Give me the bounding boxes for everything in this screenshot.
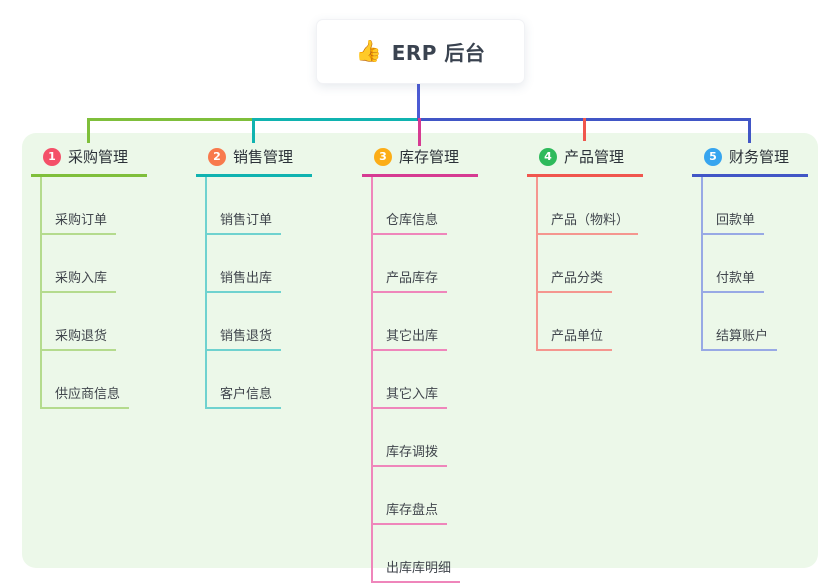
branch-label: 库存管理 [399, 148, 460, 166]
branch-product: 4 产品管理 产品（物料） 产品分类 产品单位 [527, 143, 644, 351]
child-node[interactable]: 供应商信息 [42, 351, 130, 409]
child-node[interactable]: 产品库存 [373, 235, 448, 293]
child-label: 仓库信息 [386, 213, 439, 228]
connector-bus-purchase [88, 118, 254, 121]
child-label: 结算账户 [716, 329, 769, 344]
child-label: 采购入库 [55, 271, 108, 286]
child-node[interactable]: 付款单 [703, 235, 765, 293]
child-label: 出库库明细 [386, 561, 452, 576]
branch-label: 产品管理 [564, 148, 625, 166]
branch-children: 产品（物料） 产品分类 产品单位 [536, 177, 643, 351]
child-node[interactable]: 其它出库 [373, 293, 448, 351]
child-label: 回款单 [716, 213, 756, 228]
root-connector [417, 83, 420, 120]
branch-node-inventory[interactable]: 3 库存管理 [362, 143, 479, 177]
branch-inventory: 3 库存管理 仓库信息 产品库存 其它出库 其它入库 库存调拨 库存盘点 出库库… [362, 143, 479, 583]
branch-children: 销售订单 销售出库 销售退货 客户信息 [205, 177, 312, 409]
branch-number-badge: 3 [374, 148, 392, 166]
root-node[interactable]: 👍 ERP 后台 [316, 19, 525, 84]
child-label: 销售出库 [220, 271, 273, 286]
thumbs-up-icon: 👍 [355, 39, 382, 63]
branch-children: 仓库信息 产品库存 其它出库 其它入库 库存调拨 库存盘点 出库库明细 [371, 177, 478, 583]
branch-node-purchase[interactable]: 1 采购管理 [31, 143, 148, 177]
child-node[interactable]: 仓库信息 [373, 177, 448, 235]
child-label: 产品单位 [551, 329, 604, 344]
connector-drop-inventory [418, 118, 421, 146]
child-label: 销售订单 [220, 213, 273, 228]
child-node[interactable]: 采购入库 [42, 235, 117, 293]
branch-purchase: 1 采购管理 采购订单 采购入库 采购退货 供应商信息 [31, 143, 148, 409]
root-title: ERP 后台 [391, 41, 486, 65]
child-node[interactable]: 库存盘点 [373, 467, 448, 525]
branch-node-product[interactable]: 4 产品管理 [527, 143, 644, 177]
child-label: 产品分类 [551, 271, 604, 286]
child-label: 其它出库 [386, 329, 439, 344]
connector-drop-product [583, 118, 586, 141]
child-node[interactable]: 其它入库 [373, 351, 448, 409]
child-label: 产品（物料） [551, 213, 630, 228]
child-node[interactable]: 回款单 [703, 177, 765, 235]
branch-children: 采购订单 采购入库 采购退货 供应商信息 [40, 177, 147, 409]
connector-drop-purchase [87, 118, 90, 143]
child-label: 产品库存 [386, 271, 439, 286]
child-node[interactable]: 库存调拨 [373, 409, 448, 467]
child-node[interactable]: 产品单位 [538, 293, 613, 351]
child-node[interactable]: 采购订单 [42, 177, 117, 235]
branch-sales: 2 销售管理 销售订单 销售出库 销售退货 客户信息 [196, 143, 313, 409]
child-label: 库存盘点 [386, 503, 439, 518]
branch-number-badge: 5 [704, 148, 722, 166]
child-label: 其它入库 [386, 387, 439, 402]
branch-children: 回款单 付款单 结算账户 [701, 177, 808, 351]
child-node[interactable]: 产品（物料） [538, 177, 639, 235]
child-label: 采购退货 [55, 329, 108, 344]
branch-label: 财务管理 [729, 148, 790, 166]
child-label: 库存调拨 [386, 445, 439, 460]
connector-bus-sales [253, 118, 419, 121]
child-node[interactable]: 采购退货 [42, 293, 117, 351]
branch-number-badge: 1 [43, 148, 61, 166]
child-label: 销售退货 [220, 329, 273, 344]
branch-label: 销售管理 [233, 148, 294, 166]
branch-label: 采购管理 [68, 148, 129, 166]
child-node[interactable]: 销售出库 [207, 235, 282, 293]
child-node[interactable]: 客户信息 [207, 351, 282, 409]
child-label: 客户信息 [220, 387, 273, 402]
branch-finance: 5 财务管理 回款单 付款单 结算账户 [692, 143, 809, 351]
child-node[interactable]: 产品分类 [538, 235, 613, 293]
child-node[interactable]: 销售退货 [207, 293, 282, 351]
child-node[interactable]: 结算账户 [703, 293, 778, 351]
connector-drop-finance [748, 118, 751, 143]
child-label: 供应商信息 [55, 387, 121, 402]
branch-number-badge: 2 [208, 148, 226, 166]
branch-number-badge: 4 [539, 148, 557, 166]
child-label: 付款单 [716, 271, 756, 286]
child-node[interactable]: 销售订单 [207, 177, 282, 235]
branch-node-sales[interactable]: 2 销售管理 [196, 143, 313, 177]
branch-node-finance[interactable]: 5 财务管理 [692, 143, 809, 177]
connector-drop-sales [252, 118, 255, 143]
child-node[interactable]: 出库库明细 [373, 525, 461, 583]
child-label: 采购订单 [55, 213, 108, 228]
